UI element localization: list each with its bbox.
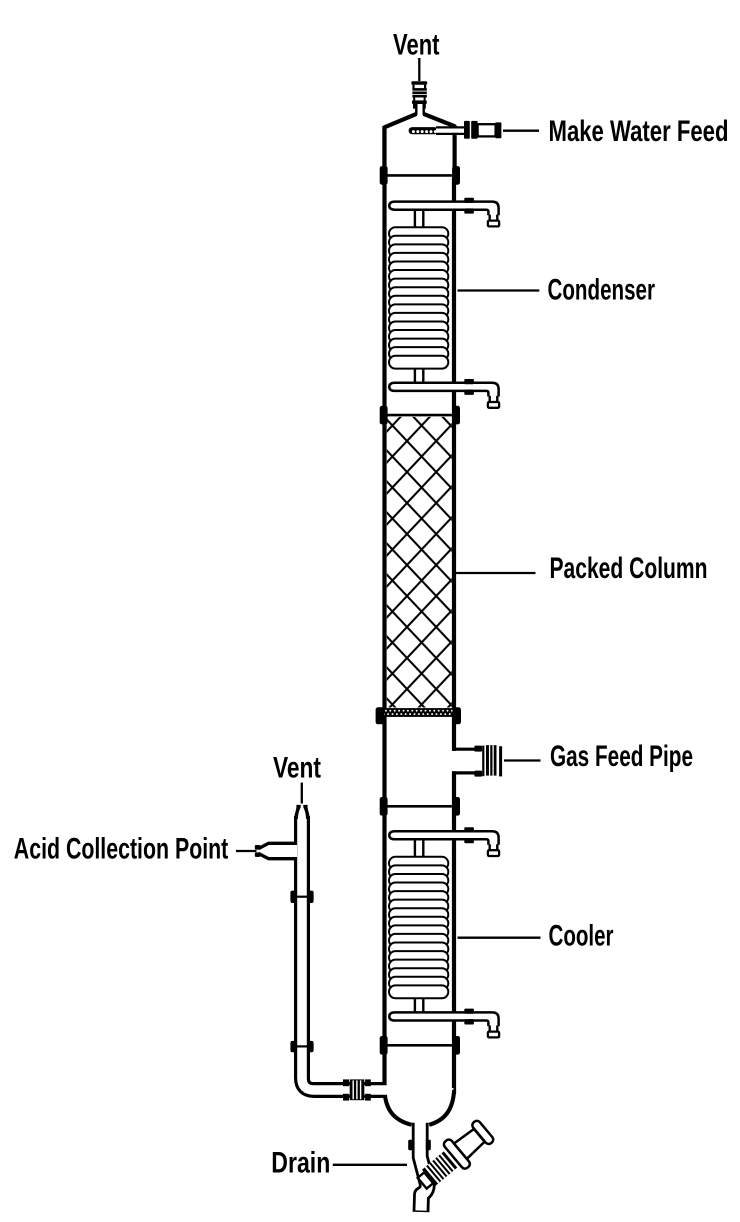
- svg-text:Acid Collection Point: Acid Collection Point: [14, 833, 229, 866]
- svg-text:Cooler: Cooler: [549, 920, 614, 953]
- svg-text:Gas Feed Pipe: Gas Feed Pipe: [550, 740, 693, 773]
- svg-text:Packed Column: Packed Column: [550, 552, 708, 585]
- svg-text:Vent: Vent: [393, 29, 440, 62]
- svg-text:Condenser: Condenser: [548, 274, 656, 307]
- svg-text:Vent: Vent: [273, 752, 321, 785]
- svg-text:Drain: Drain: [271, 1147, 330, 1180]
- svg-text:Make Water Feed: Make Water Feed: [549, 115, 729, 148]
